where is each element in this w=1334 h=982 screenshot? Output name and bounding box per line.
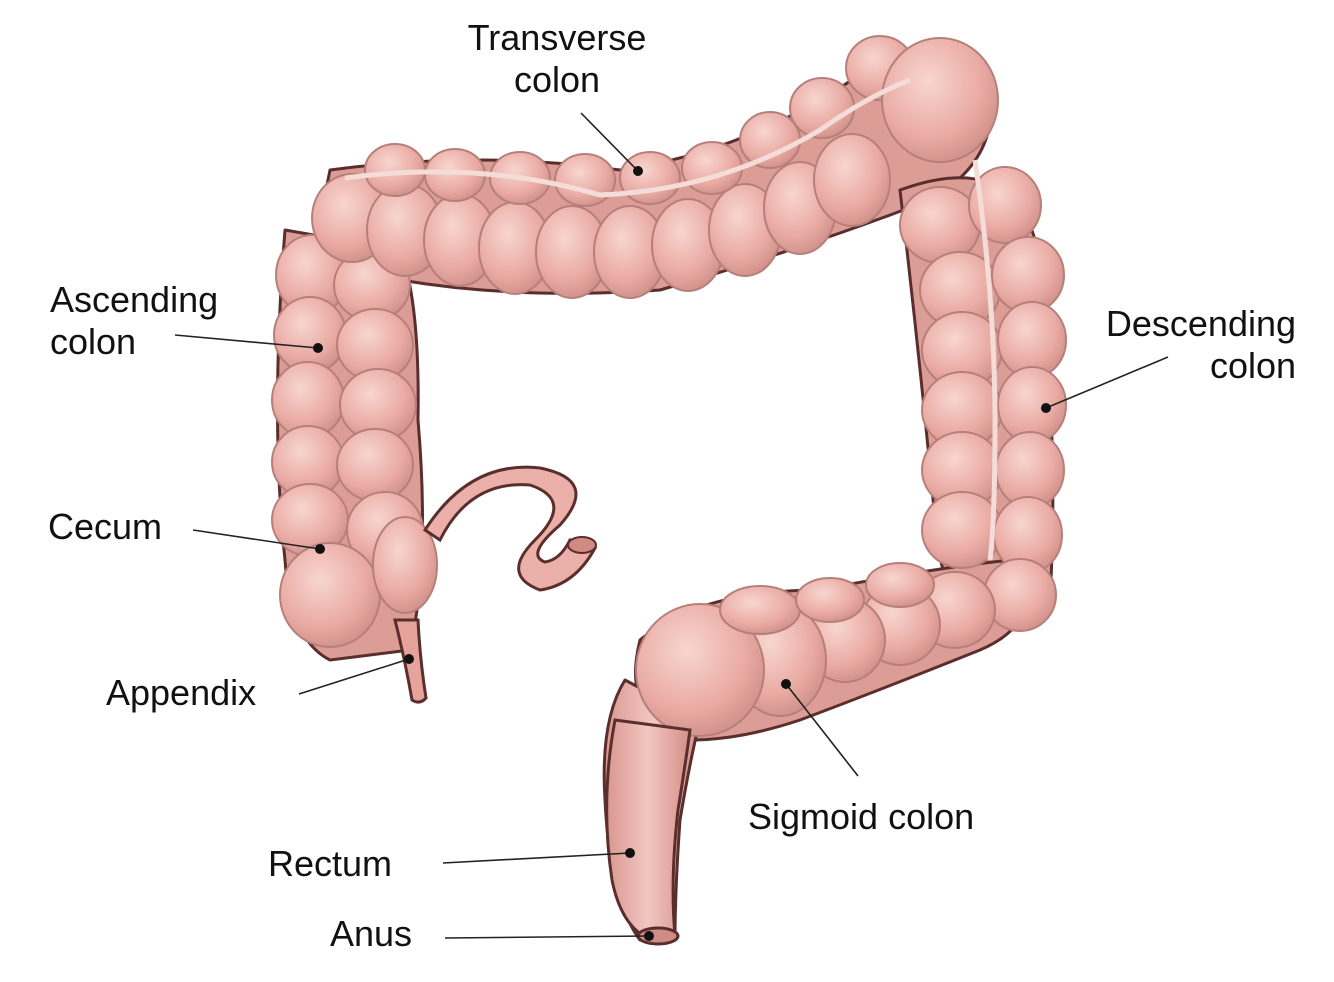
label-sigmoid-colon: Sigmoid colon (748, 796, 974, 837)
label-ascending-colon-line1: Ascending (50, 279, 218, 320)
label-descending-colon-line1: Descending (1106, 303, 1296, 344)
label-rectum: Rectum (268, 843, 392, 884)
label-transverse-colon-line2: colon (514, 59, 600, 100)
label-transverse-colon-line1: Transverse (468, 17, 647, 58)
rectum-shape (607, 720, 690, 935)
small-intestine-loop (425, 467, 596, 590)
label-anus: Anus (330, 913, 412, 954)
label-ascending-colon-line2: colon (50, 321, 136, 362)
label-appendix: Appendix (106, 672, 256, 713)
label-cecum: Cecum (48, 506, 162, 547)
label-descending-colon-line2: colon (1210, 345, 1296, 386)
